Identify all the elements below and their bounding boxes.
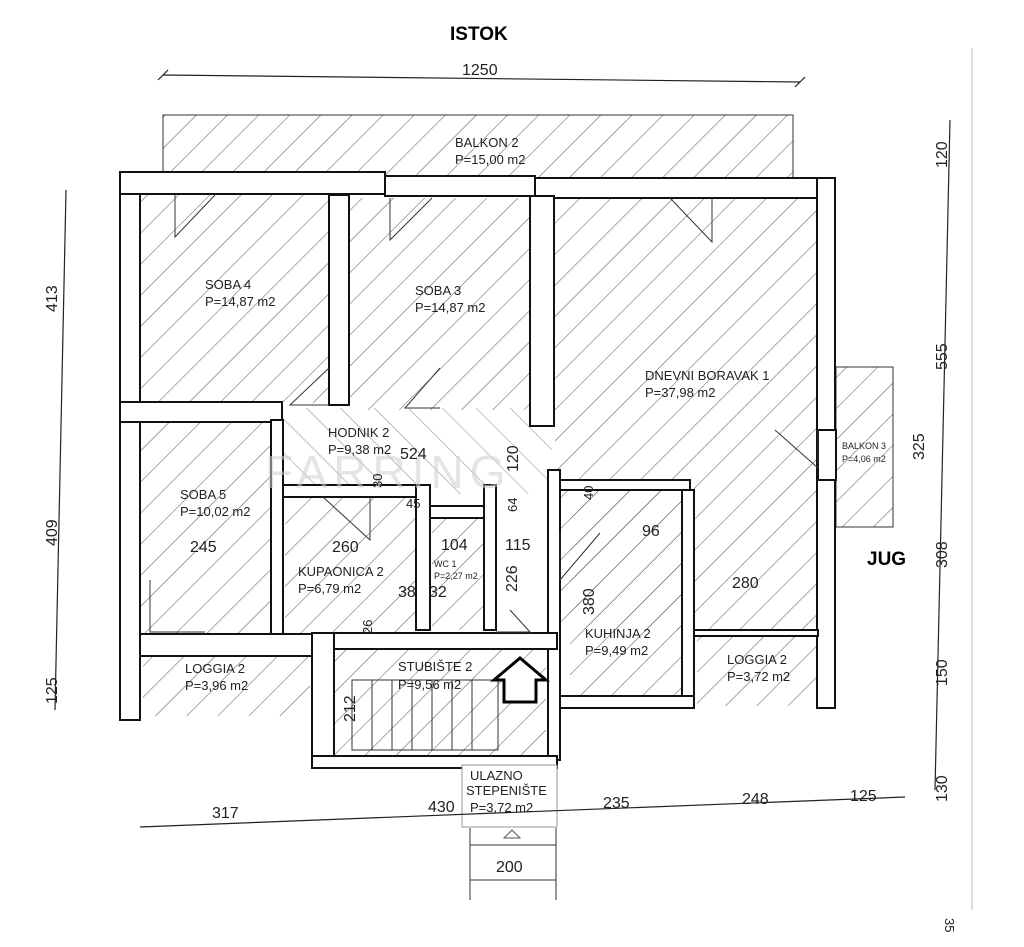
dim-40: 40 xyxy=(581,486,596,500)
kuhinja-area xyxy=(570,485,682,697)
dim-280: 280 xyxy=(732,575,759,592)
dim-96: 96 xyxy=(642,523,660,540)
dim-bottom-248: 248 xyxy=(742,791,769,808)
dim-30: 30 xyxy=(370,474,385,488)
dim-right-130: 130 xyxy=(934,775,951,802)
dim-left-409: 409 xyxy=(44,519,61,546)
dim-right-308: 308 xyxy=(934,541,951,568)
soba-5-area-label: P=10,02 m2 xyxy=(180,504,250,519)
loggia-right-name: LOGGIA 2 xyxy=(727,652,787,667)
dim-bottom-235: 235 xyxy=(603,795,630,812)
door-swings xyxy=(149,194,819,633)
dim-bottom-200: 200 xyxy=(496,859,523,876)
stubiste-area-label: P=9,56 m2 xyxy=(398,677,461,692)
balkon-3-area-label: P=4,06 m2 xyxy=(842,454,886,464)
dimension-lines xyxy=(54,69,951,828)
wc-area-label: P=2,27 m2 xyxy=(434,571,478,581)
kupaonica-area-label: P=6,79 m2 xyxy=(298,581,361,596)
dim-64: 64 xyxy=(505,498,520,512)
wc-area xyxy=(432,516,484,630)
dim-left-125: 125 xyxy=(44,677,61,704)
corner-35: 35 xyxy=(942,918,957,932)
kuhinja-area-label: P=9,49 m2 xyxy=(585,643,648,658)
dim-120-inner: 120 xyxy=(505,445,522,472)
ulazno-area-label: P=3,72 m2 xyxy=(470,800,533,815)
soba-5-name: SOBA 5 xyxy=(180,487,226,502)
dnevni-boravak-area-label: P=37,98 m2 xyxy=(645,385,715,400)
wc-name: WC 1 xyxy=(434,559,457,569)
soba-3-area xyxy=(350,198,530,410)
soba-4-area-label: P=14,87 m2 xyxy=(205,294,275,309)
dim-right-325: 325 xyxy=(911,433,928,460)
entrance-arrow-icon xyxy=(489,656,551,704)
dnevni-boravak-name: DNEVNI BORAVAK 1 xyxy=(645,368,770,383)
dim-260: 260 xyxy=(332,539,359,556)
soba-3-area-label: P=14,87 m2 xyxy=(415,300,485,315)
dim-bottom-125: 125 xyxy=(850,788,877,805)
dim-226: 226 xyxy=(504,565,521,592)
balkon-3-name: BALKON 3 xyxy=(842,441,886,451)
kuhinja-name: KUHINJA 2 xyxy=(585,626,651,641)
ulazno-stepeniste-box xyxy=(461,764,558,828)
hodnik-area xyxy=(282,408,552,494)
soba-4-name: SOBA 4 xyxy=(205,277,251,292)
soba-5-area xyxy=(138,422,271,634)
compass-top: ISTOK xyxy=(450,24,508,45)
dim-right-150: 150 xyxy=(934,659,951,686)
hodnik-area-label: P=9,38 m2 xyxy=(328,442,391,457)
balkon-2-name: BALKON 2 xyxy=(455,135,519,150)
ulazno-name-2: STEPENIŠTE xyxy=(466,783,547,798)
balkon-3-area xyxy=(835,366,894,528)
dim-bottom-430: 430 xyxy=(428,799,455,816)
kupaonica-name: KUPAONICA 2 xyxy=(298,564,384,579)
dim-right-555: 555 xyxy=(934,343,951,370)
soba-4-area xyxy=(138,195,329,403)
watermark: FARRING xyxy=(265,446,511,498)
hodnik-name: HODNIK 2 xyxy=(328,425,389,440)
ulazno-name-1: ULAZNO xyxy=(470,768,523,783)
soba-3-name: SOBA 3 xyxy=(415,283,461,298)
dim-top: 1250 xyxy=(462,62,498,79)
dim-45: 45 xyxy=(406,496,420,511)
dim-524: 524 xyxy=(400,446,427,463)
dim-245: 245 xyxy=(190,539,217,556)
kupaonica-area xyxy=(285,497,416,633)
dim-26: 26 xyxy=(360,620,375,634)
walls xyxy=(119,171,837,769)
stubiste-name: STUBIŠTE 2 xyxy=(398,659,472,674)
loggia-right-area-label: P=3,72 m2 xyxy=(727,669,790,684)
stairs xyxy=(351,679,499,751)
dim-212: 212 xyxy=(342,695,359,722)
loggia-left-area xyxy=(143,656,310,716)
dim-104: 104 xyxy=(441,537,468,554)
dim-bottom-317: 317 xyxy=(212,805,239,822)
dim-32: 32 xyxy=(429,584,447,601)
loggia-right-area xyxy=(697,634,818,706)
dim-38: 38 xyxy=(398,584,416,601)
dim-115: 115 xyxy=(505,537,531,554)
dim-left-413: 413 xyxy=(44,285,61,312)
balkon-2-area-label: P=15,00 m2 xyxy=(455,152,525,167)
loggia-left-name: LOGGIA 2 xyxy=(185,661,245,676)
entry-steps xyxy=(469,828,557,900)
loggia-left-area-label: P=3,96 m2 xyxy=(185,678,248,693)
compass-right: JUG xyxy=(867,549,906,570)
dim-380: 380 xyxy=(581,588,598,615)
dim-right-120: 120 xyxy=(934,141,951,168)
